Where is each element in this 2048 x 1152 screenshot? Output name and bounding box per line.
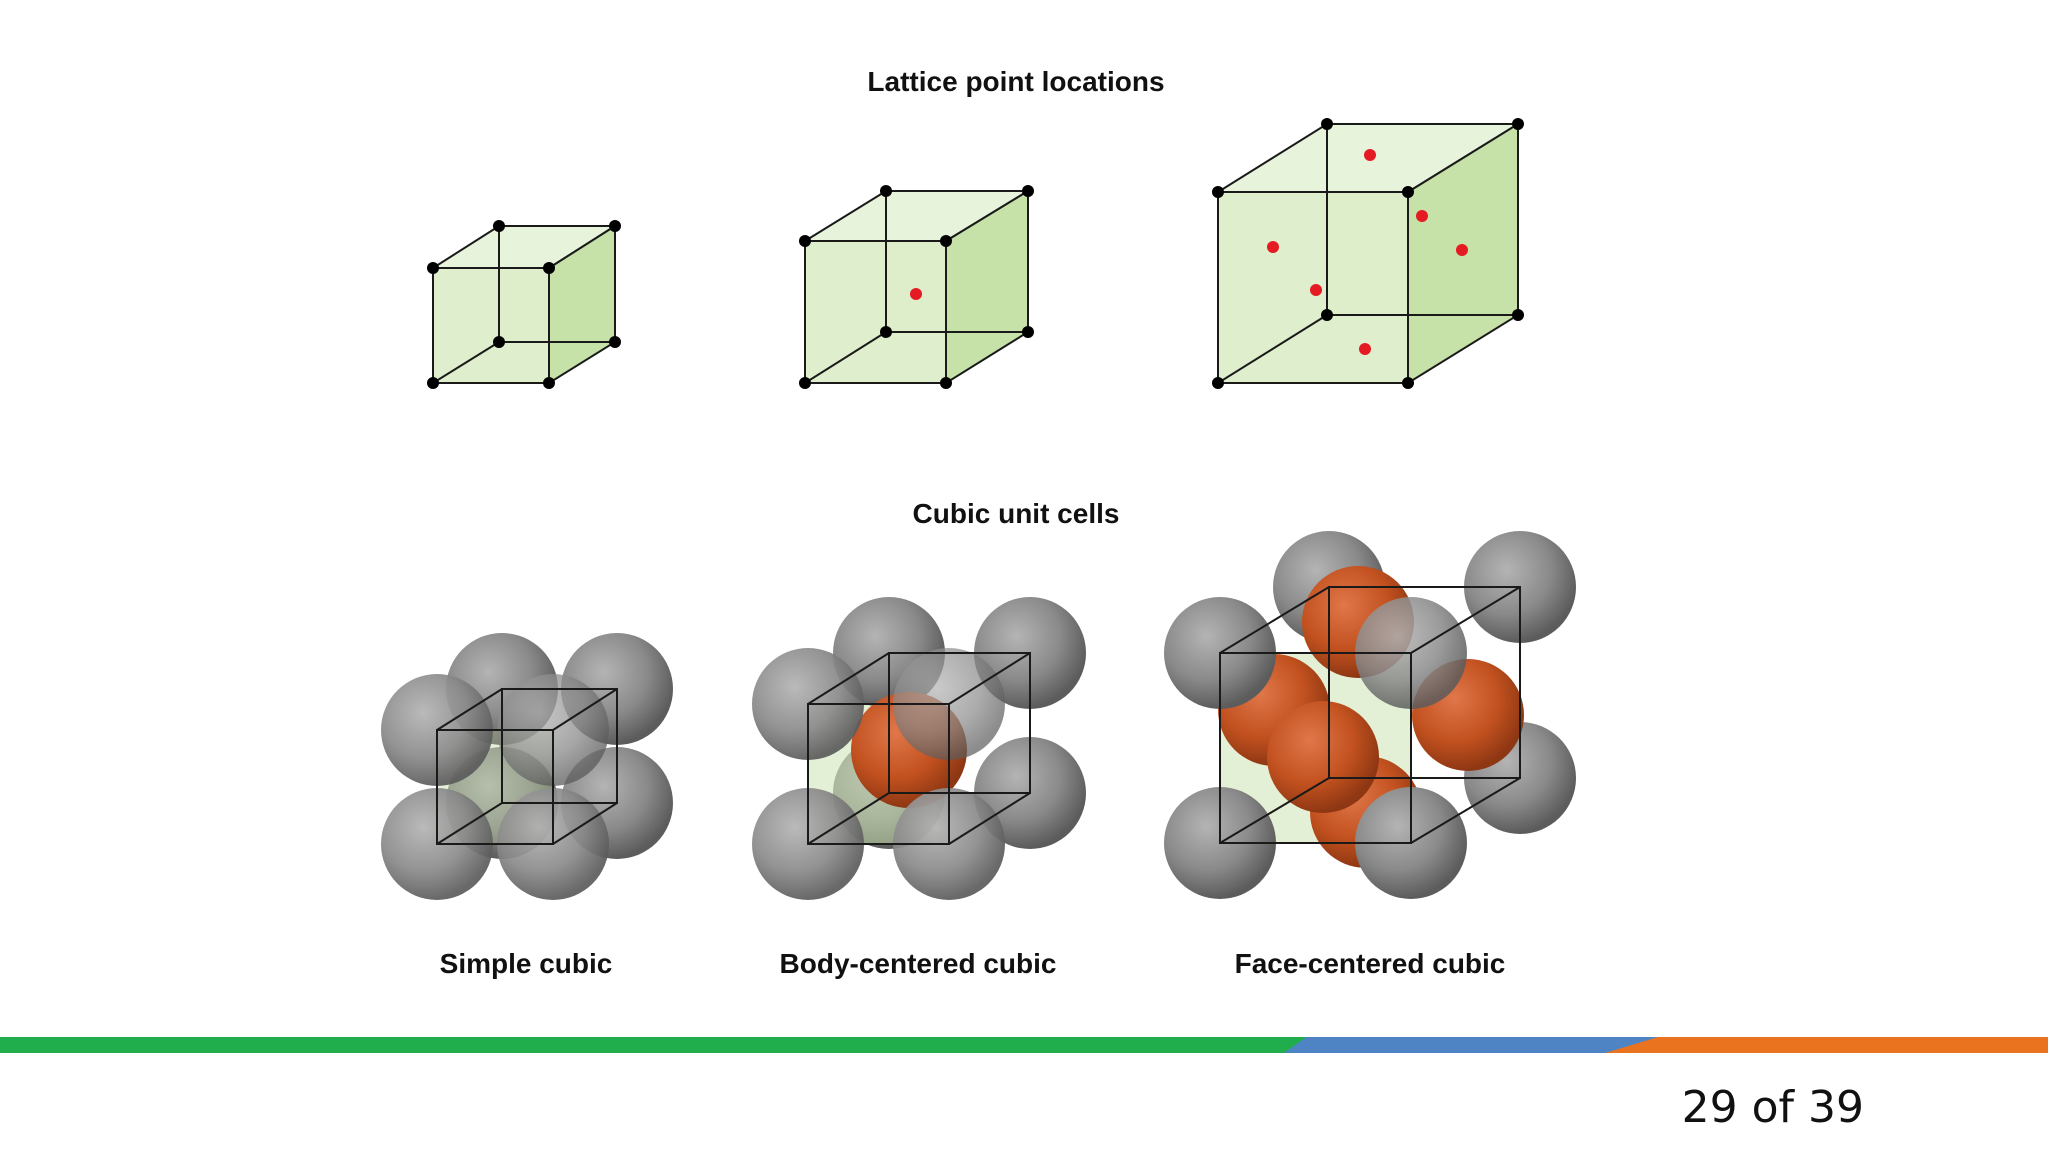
lattice-point <box>1022 326 1034 338</box>
face-center-point <box>1364 149 1376 161</box>
front-face <box>804 240 947 384</box>
footer-band-blue <box>1284 1037 1660 1053</box>
lattice-point <box>1402 377 1414 389</box>
lattice-point <box>609 220 621 232</box>
lattice-point <box>427 262 439 274</box>
face-center-point <box>1359 343 1371 355</box>
face-centered-cubic-cell <box>1164 531 1576 899</box>
lattice-point <box>1212 186 1224 198</box>
lattice-point <box>609 336 621 348</box>
lattice-point <box>1512 309 1524 321</box>
lattice-point <box>493 220 505 232</box>
lattice-point <box>940 377 952 389</box>
lattice-point <box>799 377 811 389</box>
lattice-point <box>1022 185 1034 197</box>
lattice-point <box>543 377 555 389</box>
caption-body-centered-cubic: Body-centered cubic <box>779 948 1057 979</box>
lattice-point <box>543 262 555 274</box>
body-centered-cubic-lattice <box>799 185 1034 389</box>
lattice-point <box>1321 118 1333 130</box>
lattice-point <box>1212 377 1224 389</box>
face-atom <box>1267 701 1379 813</box>
page-indicator: 29 of 39 <box>1681 1082 1864 1133</box>
lattice-point <box>1402 186 1414 198</box>
body-centered-cubic-cell <box>752 597 1086 900</box>
footer-band-orange <box>1605 1037 2048 1053</box>
lattice-point <box>1321 309 1333 321</box>
face-center-point <box>1416 210 1428 222</box>
simple-cubic-lattice <box>427 220 621 389</box>
face-centered-cubic-lattice <box>1212 118 1524 389</box>
lattice-title: Lattice point locations <box>867 66 1165 97</box>
unit-cells-title: Cubic unit cells <box>912 498 1120 529</box>
face-center-point <box>1267 241 1279 253</box>
face-center-point <box>1456 244 1468 256</box>
lattice-point <box>940 235 952 247</box>
caption-simple-cubic: Simple cubic <box>439 948 613 979</box>
front-face <box>432 267 550 384</box>
simple-cubic-cell <box>381 633 673 900</box>
body-center-point <box>910 288 922 300</box>
lattice-point <box>799 235 811 247</box>
caption-face-centered-cubic: Face-centered cubic <box>1234 948 1506 979</box>
footer-band-green <box>0 1037 1330 1053</box>
lattice-point <box>880 185 892 197</box>
lattice-point <box>880 326 892 338</box>
lattice-point <box>493 336 505 348</box>
face-center-point <box>1310 284 1322 296</box>
lattice-point <box>427 377 439 389</box>
lattice-point <box>1512 118 1524 130</box>
